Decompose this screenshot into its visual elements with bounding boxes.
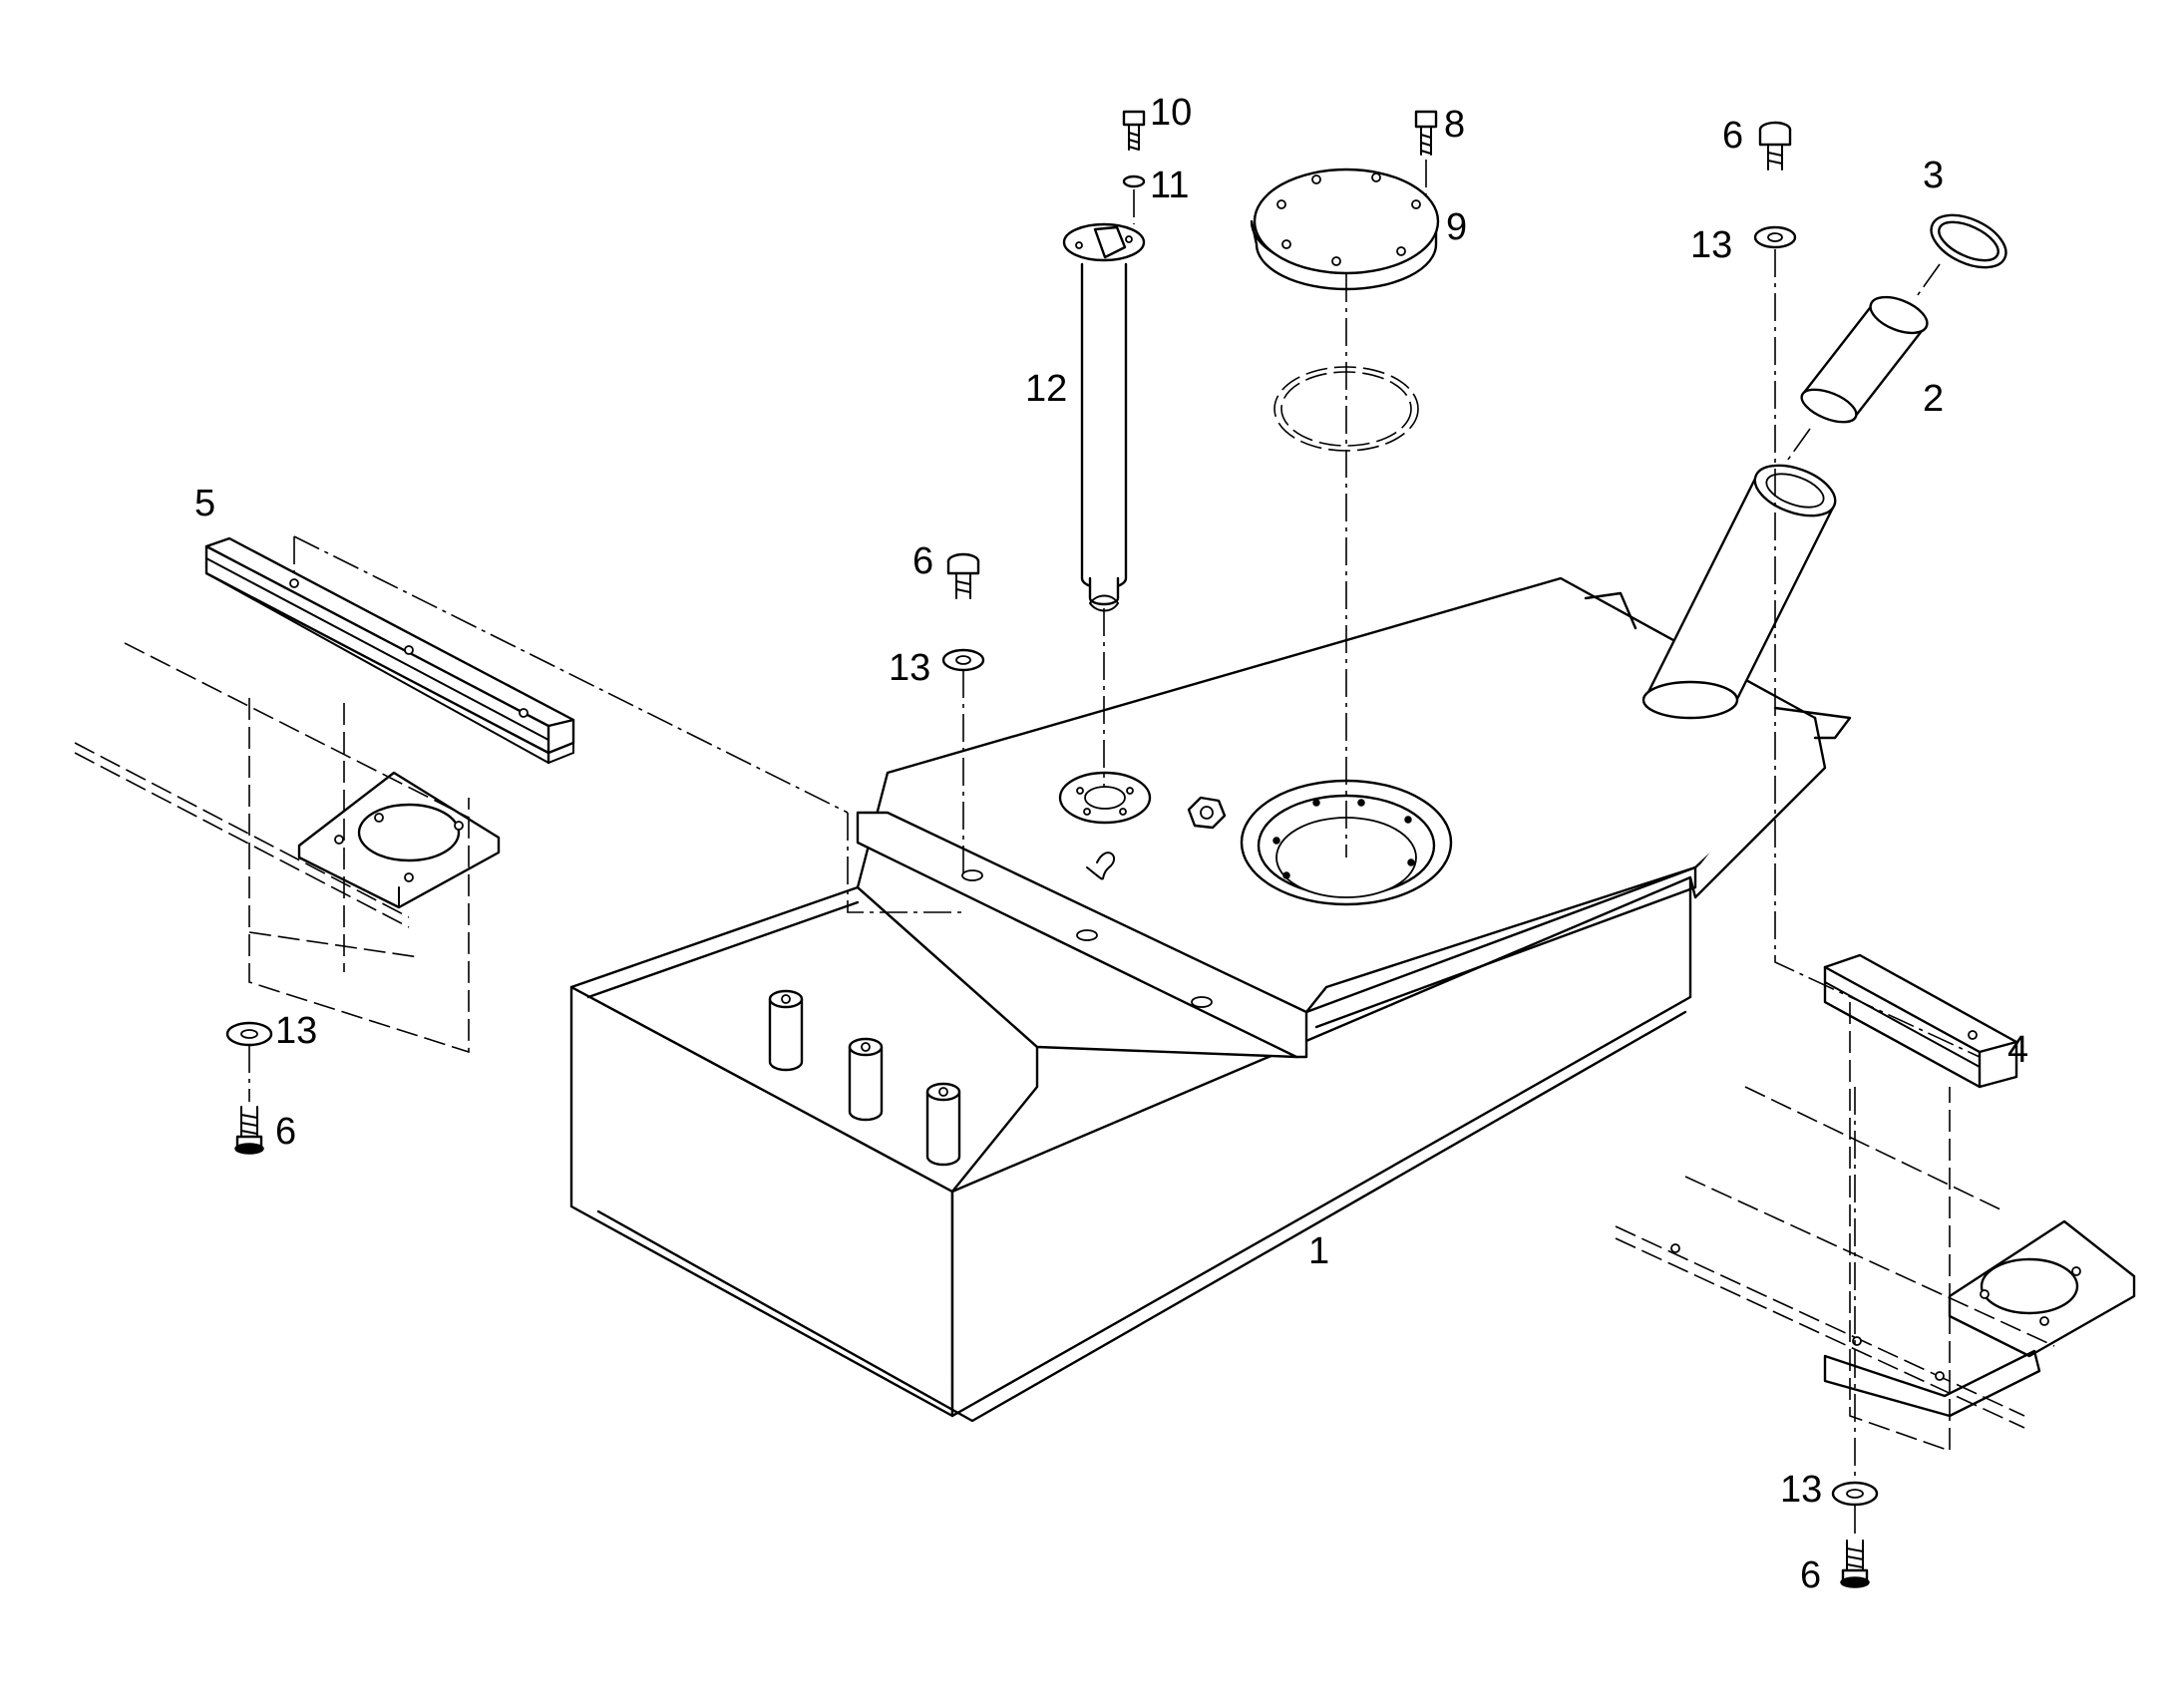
bolt-6-left-lower xyxy=(234,1106,264,1155)
callout-10: 10 xyxy=(1150,92,1192,134)
callout-1: 1 xyxy=(1308,1230,1329,1272)
callout-2: 2 xyxy=(1923,378,1944,420)
fuel-tank xyxy=(569,464,1852,1423)
washer-13-left-lower xyxy=(225,1021,273,1047)
screw-8 xyxy=(1414,110,1438,156)
assembly-lines xyxy=(248,160,1981,1536)
filler-neck xyxy=(1641,464,1837,720)
callout-6-top-right: 6 xyxy=(1722,115,1743,157)
frame-bracket-left xyxy=(297,771,501,909)
callout-6-right-lower: 6 xyxy=(1800,1554,1821,1596)
frame-bracket-right xyxy=(1948,1219,2136,1358)
filler-tube xyxy=(1800,295,1929,424)
washer-13-top-center xyxy=(941,648,985,672)
callout-13-right-lower: 13 xyxy=(1780,1469,1822,1511)
washer-11 xyxy=(1122,174,1146,188)
callout-13-top-right: 13 xyxy=(1690,224,1732,266)
callout-3: 3 xyxy=(1923,155,1944,196)
seal-ring xyxy=(1930,213,2007,269)
washer-13-right-lower xyxy=(1831,1481,1879,1507)
callout-12: 12 xyxy=(1025,368,1067,410)
rubber-block-right xyxy=(1823,953,2018,1089)
bolt-6-top-center xyxy=(946,552,980,599)
washer-13-top-right xyxy=(1753,225,1797,249)
callout-6-top-center: 6 xyxy=(912,540,933,582)
callout-5: 5 xyxy=(194,483,215,524)
frame-rail-right xyxy=(1615,1002,2055,1453)
tank-opening xyxy=(1240,779,1453,906)
callout-6-left-lower: 6 xyxy=(275,1111,296,1153)
bolt-6-right-lower xyxy=(1840,1539,1870,1588)
callout-13-top-center: 13 xyxy=(889,647,930,689)
hex-nut xyxy=(1187,796,1227,830)
bolt-6-top-right xyxy=(1758,121,1792,171)
stud-2 xyxy=(848,1037,884,1122)
callout-4: 4 xyxy=(2007,1029,2028,1071)
callout-11: 11 xyxy=(1150,165,1189,206)
frame-rail-left xyxy=(74,642,470,1054)
callout-labels: 1 2 3 4 5 6 6 6 6 8 9 10 11 12 13 13 13 … xyxy=(194,92,2028,1596)
sender-mount-ring xyxy=(1058,771,1152,880)
callout-9: 9 xyxy=(1446,206,1467,248)
stud-3 xyxy=(925,1082,961,1167)
rubber-block-left xyxy=(204,536,575,765)
fuel-level-sender xyxy=(1062,222,1146,612)
stud-1 xyxy=(768,989,804,1072)
cover-plate xyxy=(1250,168,1440,291)
callout-13-left-lower: 13 xyxy=(275,1010,317,1052)
screw-10 xyxy=(1122,110,1146,151)
callout-8: 8 xyxy=(1444,104,1465,146)
